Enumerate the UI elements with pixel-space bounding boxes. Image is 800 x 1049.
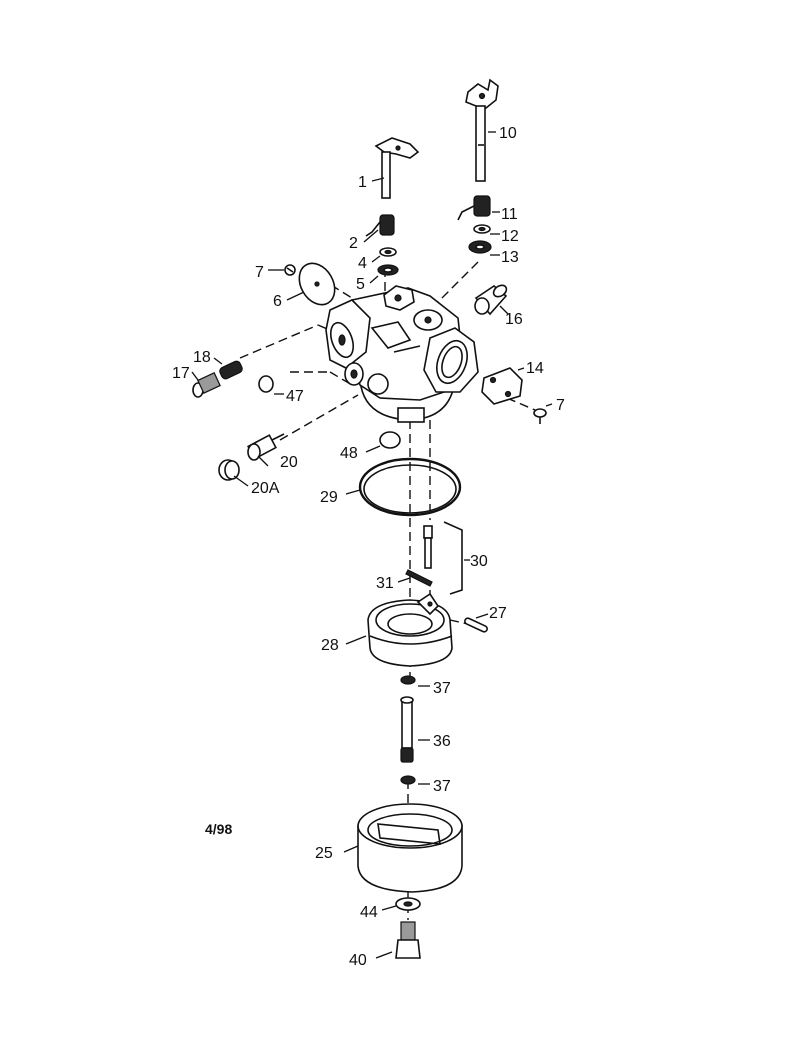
callout-37-upper: 37 [433,680,451,697]
callout-30: 30 [470,553,488,570]
part-12-washer [473,224,491,234]
part-4-washer [379,247,397,257]
part-14-cover-plate [481,367,523,405]
part-1-choke-shaft [374,137,420,199]
callout-28: 28 [321,637,339,654]
part-29-gasket [358,457,462,517]
callout-1: 1 [358,174,367,191]
part-31-clip [405,569,433,587]
callout-48: 48 [340,445,358,462]
part-2-choke-spring [365,214,395,237]
callout-16: 16 [505,311,523,328]
part-5-seal [377,264,399,276]
callout-20a: 20A [251,480,280,497]
part-17-idle-screw [192,372,221,398]
callout-44: 44 [360,904,378,921]
part-16-jet [474,284,508,316]
carburetor-body [325,285,479,423]
part-25-float-bowl [357,803,463,893]
callout-2: 2 [349,235,358,252]
callout-10: 10 [499,125,517,142]
callout-14: 14 [526,360,544,377]
part-48-seat [379,431,401,449]
callout-37-lower: 37 [433,778,451,795]
part-20-needle [247,433,285,461]
callout-40: 40 [349,952,367,969]
callout-29: 29 [320,489,338,506]
part-10-throttle-shaft [465,78,499,182]
part-47-plug [258,375,274,393]
callout-20: 20 [280,454,298,471]
callout-12: 12 [501,228,519,245]
callout-27: 27 [489,605,507,622]
callout-7-upper: 7 [255,264,264,281]
part-37-seal-upper [400,675,416,685]
part-28-float [367,592,453,667]
callout-36: 36 [433,733,451,750]
callout-31: 31 [376,575,394,592]
part-37-seal-lower [400,775,416,785]
callout-5: 5 [356,276,365,293]
callout-labels: 1 2 4 5 6 7 7 10 11 12 13 14 16 17 18 20… [172,125,565,969]
leader-lines [191,131,553,959]
callout-25: 25 [315,845,333,862]
date-code: 4/98 [205,821,232,837]
part-11-throttle-spring [457,195,491,221]
part-27-float-pin [464,617,488,633]
callout-4: 4 [358,255,367,272]
part-6-choke-plate [298,262,336,306]
part-18-idle-spring [219,360,243,380]
callout-11: 11 [501,206,518,223]
part-36-main-jet [400,696,414,763]
callout-7-lower: 7 [556,397,565,414]
callout-13: 13 [501,249,519,266]
callout-6: 6 [273,293,282,310]
callout-47: 47 [286,388,304,405]
part-13-seal [468,240,492,254]
part-40-bowl-nut [395,921,421,959]
callout-17: 17 [172,365,190,382]
part-30-needle-assembly [423,521,463,595]
part-44-washer [395,897,421,911]
part-20a-cap [218,459,240,481]
part-7-screw-lower [533,408,547,424]
part-7-screw-upper [284,264,296,276]
callout-18: 18 [193,349,211,366]
